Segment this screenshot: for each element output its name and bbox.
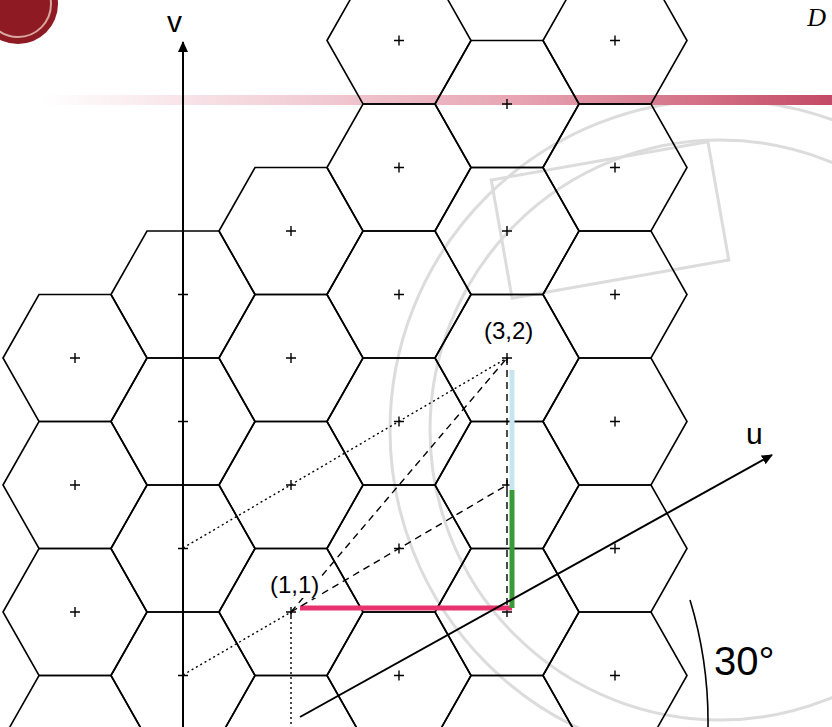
hex-cell (435, 168, 579, 295)
center-cross (286, 226, 296, 236)
hex-cell (543, 612, 687, 727)
center-cross (502, 99, 512, 109)
center-cross (70, 607, 80, 617)
watermark-seal (390, 100, 832, 727)
hex-cell (327, 231, 471, 358)
center-cross (502, 226, 512, 236)
hex-cell (543, 104, 687, 231)
dashed-lines (291, 358, 507, 612)
center-cross (610, 417, 620, 427)
hex-cell (327, 612, 471, 727)
coordinate-label: (3,2) (482, 318, 535, 344)
center-cross (394, 36, 404, 46)
coordinate-label: (1,1) (268, 572, 321, 598)
center-cross (394, 290, 404, 300)
hex-cells (3, 0, 687, 727)
hex-cell (327, 104, 471, 231)
center-cross (610, 36, 620, 46)
v-axis (182, 42, 184, 727)
hex-cell (327, 0, 471, 104)
center-cross (610, 671, 620, 681)
step-v (510, 490, 515, 608)
logo-ring (0, 0, 51, 37)
center-cross (610, 163, 620, 173)
dotted-lines (183, 358, 507, 727)
heading-fragment: D (805, 4, 828, 32)
center-cross (70, 353, 80, 363)
hex-cell (3, 295, 147, 422)
u-axis (300, 455, 772, 717)
center-cross (394, 671, 404, 681)
hex-cell (435, 41, 579, 168)
center-cross (394, 163, 404, 173)
hex-cell (3, 549, 147, 676)
axis-label: v (165, 6, 184, 38)
hex-cell (219, 168, 363, 295)
logo (0, 0, 58, 44)
axis-label: u (744, 418, 765, 450)
angle-arc (690, 600, 708, 727)
angle-label: 30° (712, 640, 777, 682)
step-v-rest (510, 370, 515, 490)
hex-cell (543, 358, 687, 485)
hex-cell (543, 485, 687, 612)
center-cross (70, 480, 80, 490)
cell-centers (70, 36, 620, 681)
center-cross (286, 353, 296, 363)
hex-cell (3, 422, 147, 549)
hex-cell (543, 231, 687, 358)
hex-cell (219, 295, 363, 422)
hex-cell (543, 0, 687, 104)
center-cross (610, 290, 620, 300)
step-u (300, 606, 512, 611)
